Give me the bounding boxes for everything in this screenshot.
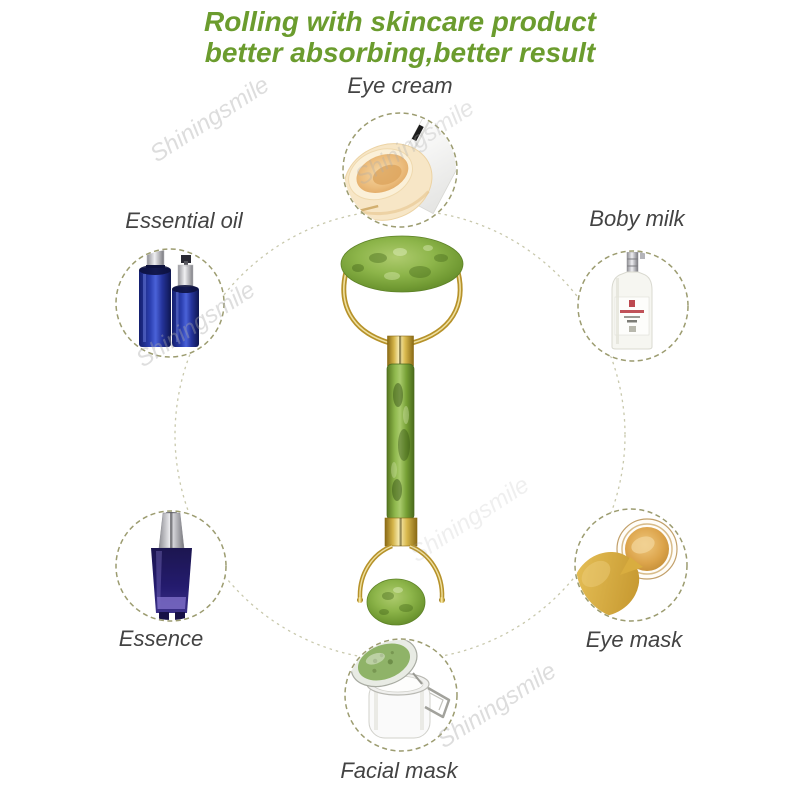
- eye-cream-label: Eye cream: [347, 73, 453, 98]
- oil-bottle-right: [172, 255, 199, 347]
- essential-oil-photo: [139, 250, 199, 347]
- eye-mask-label: Eye mask: [585, 627, 683, 652]
- essence-bottle-body: [151, 548, 192, 613]
- eye-mask-photo: [576, 518, 678, 616]
- boby-milk-label: Boby milk: [589, 206, 685, 231]
- headline-line2: better absorbing,better result: [204, 37, 596, 68]
- headline-line1: Rolling with skincare product: [203, 6, 597, 37]
- roller-handle: [386, 363, 415, 521]
- facial-mask-photo: [350, 640, 451, 739]
- oil-bottle-left: [139, 250, 171, 347]
- essential-oil-label: Essential oil: [125, 208, 243, 233]
- headline: Rolling with skincare product better abs…: [0, 6, 800, 68]
- facial-mask-label: Facial mask: [340, 758, 458, 783]
- roller-big-stone: [340, 235, 464, 293]
- essence-label: Essence: [118, 626, 204, 651]
- roller-small-stone: [366, 578, 426, 626]
- eye-cream-photo: [344, 114, 456, 221]
- boby-milk-photo: [611, 252, 653, 350]
- eye-mask-patch: [576, 552, 640, 616]
- facial-mask-clamp: [424, 686, 451, 719]
- eye-cream-jar: [344, 143, 433, 221]
- essence-photo: [151, 512, 192, 620]
- jade-roller-illustration: [340, 235, 464, 626]
